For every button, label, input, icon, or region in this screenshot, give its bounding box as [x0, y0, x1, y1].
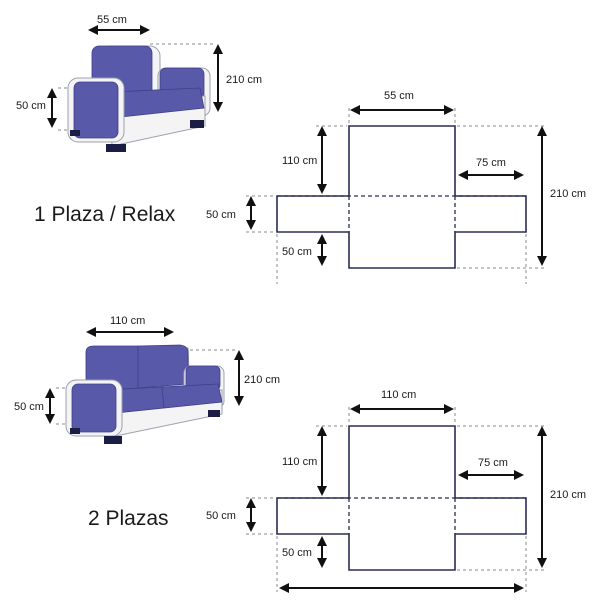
pattern-seat-drop: 50 cm: [282, 547, 312, 559]
section-title: 2 Plazas: [88, 507, 169, 530]
pattern-arm-width: 75 cm: [476, 157, 506, 169]
sofa-arm-label: 50 cm: [16, 100, 46, 112]
section-two-plazas: 110 cm 210 cm 50 cm 2 Plazas 110 cm 110 …: [14, 315, 586, 593]
pattern-back-height: 110 cm: [282, 456, 317, 468]
pattern-back-height: 110 cm: [282, 155, 317, 167]
sofa-width-label: 110 cm: [110, 315, 145, 327]
pattern-top-width: 55 cm: [384, 90, 414, 102]
section-title: 1 Plaza / Relax: [34, 203, 176, 226]
sofa-arm-label: 50 cm: [14, 401, 44, 413]
armchair-illustration: [67, 45, 211, 152]
sofa-illustration: [65, 344, 225, 444]
pattern-side-height: 50 cm: [206, 209, 236, 221]
sofa-height-label: 210 cm: [226, 74, 262, 86]
section-one-plaza: 55 cm 210 cm 50 cm 1 Plaza / Relax 55 cm…: [16, 14, 586, 284]
sofa-width-label: 55 cm: [97, 14, 127, 26]
armchair-leg: [190, 120, 204, 128]
sofa-height-label: 210 cm: [244, 374, 280, 386]
cover-pattern: [276, 125, 527, 269]
pattern-arm-width: 75 cm: [478, 457, 508, 469]
pattern-side-height: 50 cm: [206, 510, 236, 522]
sofa-leg: [70, 428, 80, 434]
armchair-leg: [70, 130, 80, 136]
seat-seam: [161, 386, 165, 409]
sofa-left-arm-cover: [71, 383, 117, 433]
cover-pattern: [276, 425, 527, 571]
pattern-total-height: 210 cm: [550, 489, 586, 501]
armchair-left-arm-cover: [73, 81, 119, 139]
pattern-seat-drop: 50 cm: [282, 246, 312, 258]
pattern-total-height: 210 cm: [550, 188, 586, 200]
sofa-back-cover-right: [137, 344, 189, 389]
pattern-top-width: 110 cm: [381, 389, 416, 401]
pattern-outline: [276, 125, 527, 269]
armchair-leg: [106, 144, 126, 152]
sofa-leg: [208, 410, 220, 417]
sofa-leg: [104, 436, 122, 444]
